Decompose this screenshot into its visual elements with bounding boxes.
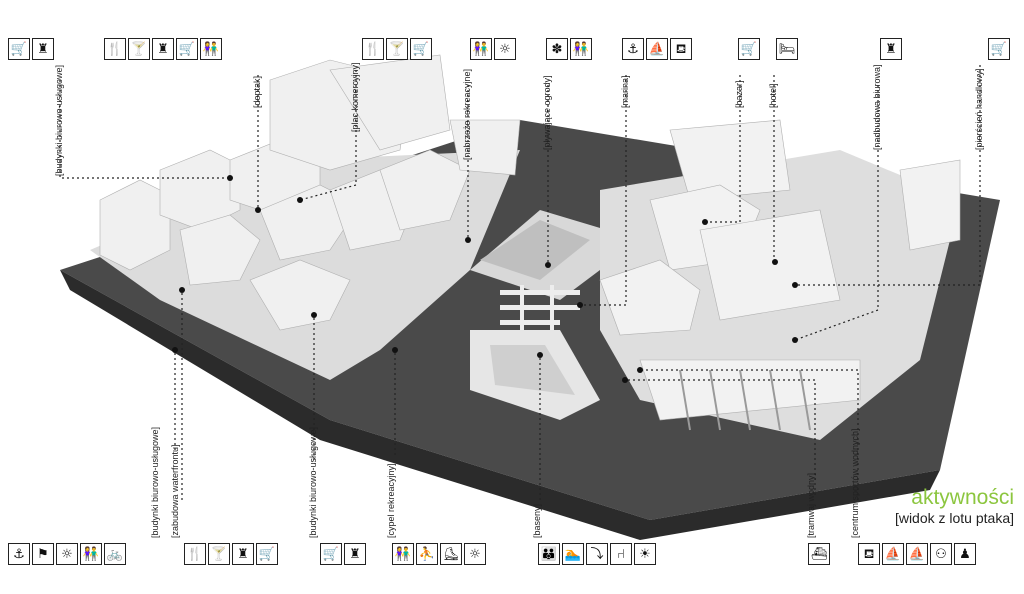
label-ogrody: [pływające ogrody] <box>542 75 552 150</box>
label-centrum: [centrum sportów wodnych] <box>850 428 860 538</box>
label-hotel: [hotel] <box>768 83 778 108</box>
rowing-icon: ⚇ <box>930 543 952 565</box>
windsurf-icon: ⛵ <box>882 543 904 565</box>
cart-icon: 🛒 <box>8 38 30 60</box>
floating-gardens <box>480 220 590 280</box>
pier-icon: ⚑ <box>32 543 54 565</box>
sunbather-icon: ☼ <box>56 543 78 565</box>
cart-icon: 🛒 <box>256 543 278 565</box>
windsurf-icon: ⛵ <box>646 38 668 60</box>
anchor-icon: ⚓ <box>8 543 30 565</box>
family-icon: 👪 <box>538 543 560 565</box>
cutlery-icon: 🍴 <box>104 38 126 60</box>
label-pierscien: [pierścień handlowy] <box>974 68 984 150</box>
label-budynki-top: [budynki biurowo-usługowe] <box>54 64 64 176</box>
canoe-icon: ⛵ <box>906 543 928 565</box>
beach-chair-icon: ⑁ <box>610 543 632 565</box>
couple-icon: 👫 <box>470 38 492 60</box>
briefcase-person-icon: ♜ <box>32 38 54 60</box>
skater-icon: ⛹ <box>416 543 438 565</box>
label-budynki-bottom1: [budynki biurowo-usługowe] <box>150 426 160 538</box>
label-nabrzeze: [nabrzeże rekreacyjne] <box>462 68 472 160</box>
label-bazar: [bazar] <box>734 80 744 108</box>
right-buildings <box>599 119 961 421</box>
cart-icon: 🛒 <box>320 543 342 565</box>
label-nadbudowa: [nadbudowa biurowa] <box>872 64 882 150</box>
left-buildings <box>99 54 521 331</box>
couple-icon: 👫 <box>200 38 222 60</box>
water-shadow <box>60 270 940 540</box>
label-budynki-bottom2: [budynki biurowo-usługowe] <box>308 426 318 538</box>
kayak-icon: ⛾ <box>858 543 880 565</box>
label-marina: [marina] <box>620 75 630 108</box>
cutlery-icon: 🍴 <box>184 543 206 565</box>
sun-icon: ☀ <box>634 543 656 565</box>
marina-piers <box>500 285 580 335</box>
rollerblade-icon: ⛸ <box>440 543 462 565</box>
anchor-icon: ⚓ <box>622 38 644 60</box>
briefcase-person-icon: ♜ <box>232 543 254 565</box>
cart-icon: 🛒 <box>176 38 198 60</box>
sunbather-icon: ☼ <box>464 543 486 565</box>
couple-icon: 👫 <box>570 38 592 60</box>
couple-icon: 👫 <box>392 543 414 565</box>
briefcase-person-icon: ♜ <box>880 38 902 60</box>
leader-dots <box>172 175 798 383</box>
kayak-icon: ⛾ <box>670 38 692 60</box>
cocktail-icon: 🍸 <box>386 38 408 60</box>
cart-icon: 🛒 <box>410 38 432 60</box>
bicycle-icon: 🚲 <box>104 543 126 565</box>
bed-icon: 🛏 <box>776 38 798 60</box>
swimmer-icon: 🏊 <box>562 543 584 565</box>
cart-icon: 🛒 <box>738 38 760 60</box>
label-zabudowa: [zabudowa waterfrontu] <box>170 444 180 538</box>
title-main: aktywności <box>911 486 1014 509</box>
boat-icon: ⛴ <box>808 543 830 565</box>
flower-icon: ✽ <box>546 38 568 60</box>
label-tramwaj: [tramwaj wodny] <box>806 472 816 538</box>
cocktail-icon: 🍸 <box>128 38 150 60</box>
label-deptak: [deptak] <box>252 75 262 108</box>
briefcase-person-icon: ♜ <box>152 38 174 60</box>
label-plac: [plac komercyjny] <box>350 62 360 132</box>
cart-icon: 🛒 <box>988 38 1010 60</box>
cocktail-icon: 🍸 <box>208 543 230 565</box>
sunbather-icon: ☼ <box>494 38 516 60</box>
slipway-ramps <box>679 369 811 431</box>
couple-icon: 👫 <box>80 543 102 565</box>
cutlery-icon: 🍴 <box>362 38 384 60</box>
title-sub: [widok z lotu ptaka] <box>894 510 1014 526</box>
pools <box>490 345 575 395</box>
diver-icon: ⤵ <box>586 543 608 565</box>
team-icon: ♟ <box>954 543 976 565</box>
label-cypel: [cypel rekreacyjny] <box>386 463 396 538</box>
label-baseny: [baseny] <box>532 503 542 538</box>
briefcase-person-icon: ♜ <box>344 543 366 565</box>
